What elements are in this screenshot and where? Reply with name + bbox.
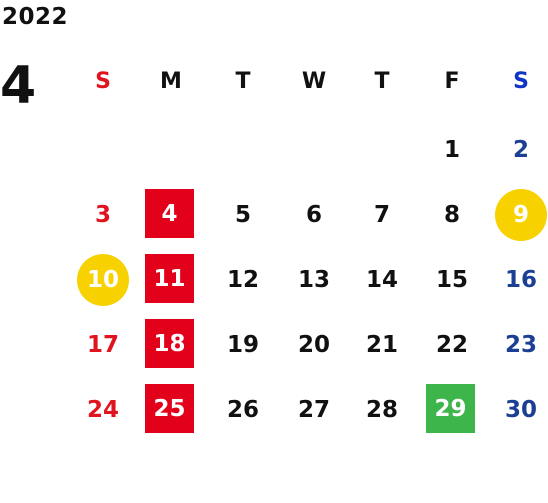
weekday-header: F (444, 68, 460, 94)
day-cell-red-marked: 4 (145, 189, 194, 238)
day-cell: 28 (365, 397, 398, 423)
weekday-header: T (374, 68, 390, 94)
day-cell: 15 (435, 267, 468, 293)
day-cell: 24 (86, 397, 119, 423)
day-cell: 6 (305, 202, 322, 228)
day-cell: 30 (504, 397, 537, 423)
day-cell: 19 (226, 332, 259, 358)
day-cell-green-marked: 29 (426, 384, 475, 433)
day-cell: 7 (373, 202, 390, 228)
day-cell: 21 (365, 332, 398, 358)
day-cell: 8 (443, 202, 460, 228)
day-cell: 2 (512, 137, 529, 163)
day-cell: 13 (297, 267, 330, 293)
day-cell: 16 (504, 267, 537, 293)
day-cell: 1 (443, 137, 460, 163)
weekday-header: S (95, 68, 111, 94)
weekday-header: T (235, 68, 251, 94)
day-cell: 14 (365, 267, 398, 293)
year-label: 2022 (2, 4, 69, 30)
day-cell: 23 (504, 332, 537, 358)
day-cell: 20 (297, 332, 330, 358)
month-number: 4 (0, 56, 37, 116)
weekday-header: S (513, 68, 529, 94)
weekday-header: W (301, 68, 327, 94)
day-cell-red-marked: 25 (145, 384, 194, 433)
day-cell: 3 (94, 202, 111, 228)
day-cell: 26 (226, 397, 259, 423)
weekday-header: M (160, 68, 182, 94)
day-cell-red-marked: 11 (145, 254, 194, 303)
day-cell: 12 (226, 267, 259, 293)
day-cell-yellow-circled: 10 (77, 254, 129, 306)
day-cell: 22 (435, 332, 468, 358)
day-cell-red-marked: 18 (145, 319, 194, 368)
day-cell: 5 (234, 202, 251, 228)
day-cell: 17 (86, 332, 119, 358)
day-cell: 27 (297, 397, 330, 423)
day-cell-yellow-circled: 9 (495, 189, 547, 241)
